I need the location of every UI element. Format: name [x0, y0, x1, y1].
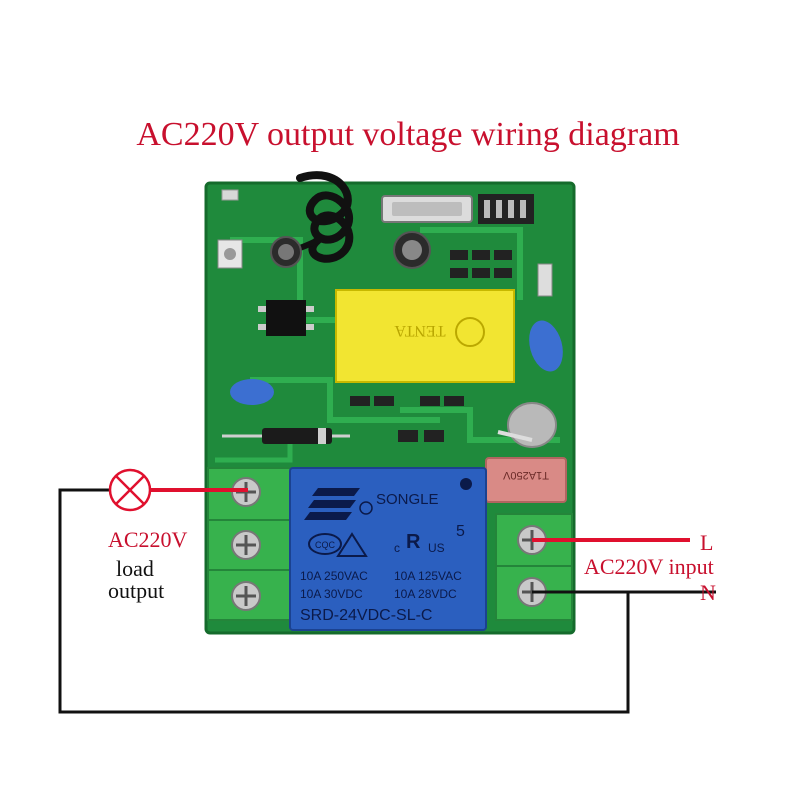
- smd-resistors-top: [450, 250, 512, 278]
- neutral-label: N: [700, 580, 716, 605]
- screw-icon: [231, 530, 261, 560]
- live-label: L: [700, 530, 713, 555]
- relay: SONGLE CQC c R US 5 10A 250VAC 10A 125VA…: [289, 467, 487, 631]
- smd-component-right: [537, 263, 553, 297]
- yellow-capacitor: TENTA: [335, 289, 515, 383]
- terminal-block-right: [495, 513, 573, 621]
- load-output-label: output: [108, 578, 164, 603]
- relay-cert-cqc: CQC: [315, 540, 336, 550]
- diode: [222, 428, 350, 444]
- pin-header: [478, 194, 534, 224]
- relay-spec-2a: 10A 30VDC: [300, 587, 363, 601]
- wiring: [58, 488, 716, 714]
- electrolytic-capacitor-2: [393, 231, 431, 269]
- relay-ul-mark-icon: R: [406, 531, 421, 553]
- relay-cert-us: US: [428, 541, 445, 555]
- terminal-block-left: [207, 467, 295, 621]
- smd-resistors-middle: [350, 396, 464, 406]
- relay-cert-c: c: [394, 541, 400, 555]
- load-voltage-label: AC220V: [108, 527, 188, 552]
- lamp-icon: [108, 468, 152, 512]
- diagram-title: AC220V output voltage wiring diagram: [136, 116, 679, 153]
- blue-disc-capacitor-left: [230, 379, 274, 405]
- tact-switch: [217, 239, 243, 269]
- neutral-wire: [58, 488, 716, 714]
- relay-model: SRD-24VDC-SL-C: [300, 607, 432, 624]
- smd-resistors-lower: [398, 430, 444, 442]
- relay-spec-1a: 10A 250VAC: [300, 569, 368, 583]
- load-label: load: [116, 556, 154, 581]
- relay-spec-1b: 10A 125VAC: [394, 569, 462, 583]
- screw-icon: [231, 581, 261, 611]
- crystal-component: [381, 195, 473, 223]
- electrolytic-capacitor-1: [270, 236, 302, 268]
- capacitor-brand: TENTA: [394, 322, 446, 339]
- fuse-label: T1A250V: [502, 469, 549, 481]
- ic-chip: [258, 300, 314, 336]
- fuse: T1A250V: [485, 457, 567, 503]
- input-label: AC220V input: [584, 554, 714, 579]
- grey-resistor: [497, 402, 557, 448]
- relay-spec-2b: 10A 28VDC: [394, 587, 457, 601]
- songle-logo-icon: [304, 488, 360, 520]
- blue-disc-capacitor-right: [529, 320, 563, 372]
- led-indicator: [221, 189, 239, 201]
- relay-brand: SONGLE: [376, 491, 439, 508]
- relay-number: 5: [456, 523, 465, 540]
